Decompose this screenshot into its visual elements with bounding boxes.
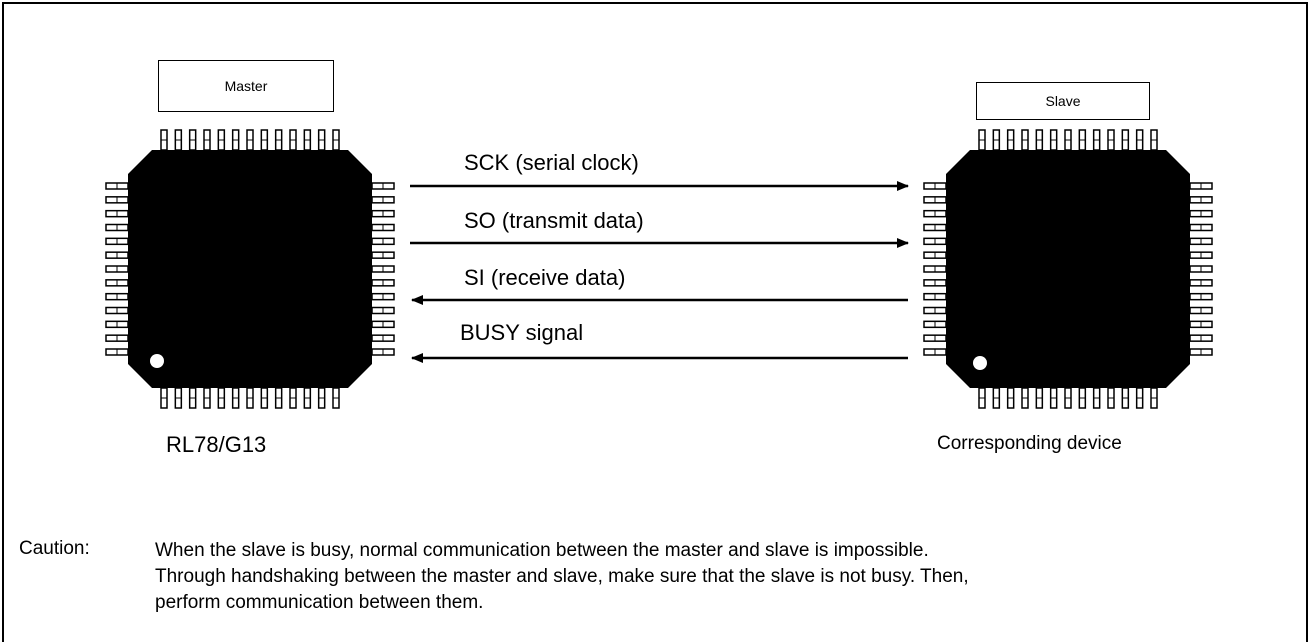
si-label: SI (receive data) [464,265,626,290]
master-chip-body [128,150,372,388]
master-pin1-marker [150,354,164,368]
slave-chip [923,129,1213,409]
caution-line: When the slave is busy, normal communica… [155,540,929,561]
caution-line: perform communication between them. [155,592,484,613]
slave-label-box: Slave [976,82,1150,120]
caution-label: Caution: [19,538,90,559]
slave-caption: Corresponding device [937,433,1122,454]
so-label: SO (transmit data) [464,208,644,233]
block-diagram [105,129,1213,409]
master-caption: RL78/G13 [166,432,267,457]
slave-label: Slave [1045,93,1081,109]
caution-line: Through handshaking between the master a… [155,566,969,587]
master-label: Master [224,78,268,94]
sck-label: SCK (serial clock) [464,150,639,175]
slave-chip-body [946,150,1190,388]
master-chip [105,129,395,409]
caution-text: When the slave is busy, normal communica… [155,538,1265,616]
master-label-box: Master [158,60,334,112]
slave-pin1-marker [973,356,987,370]
busy-label: BUSY signal [460,320,584,345]
slave-chip-pins [923,129,1213,409]
